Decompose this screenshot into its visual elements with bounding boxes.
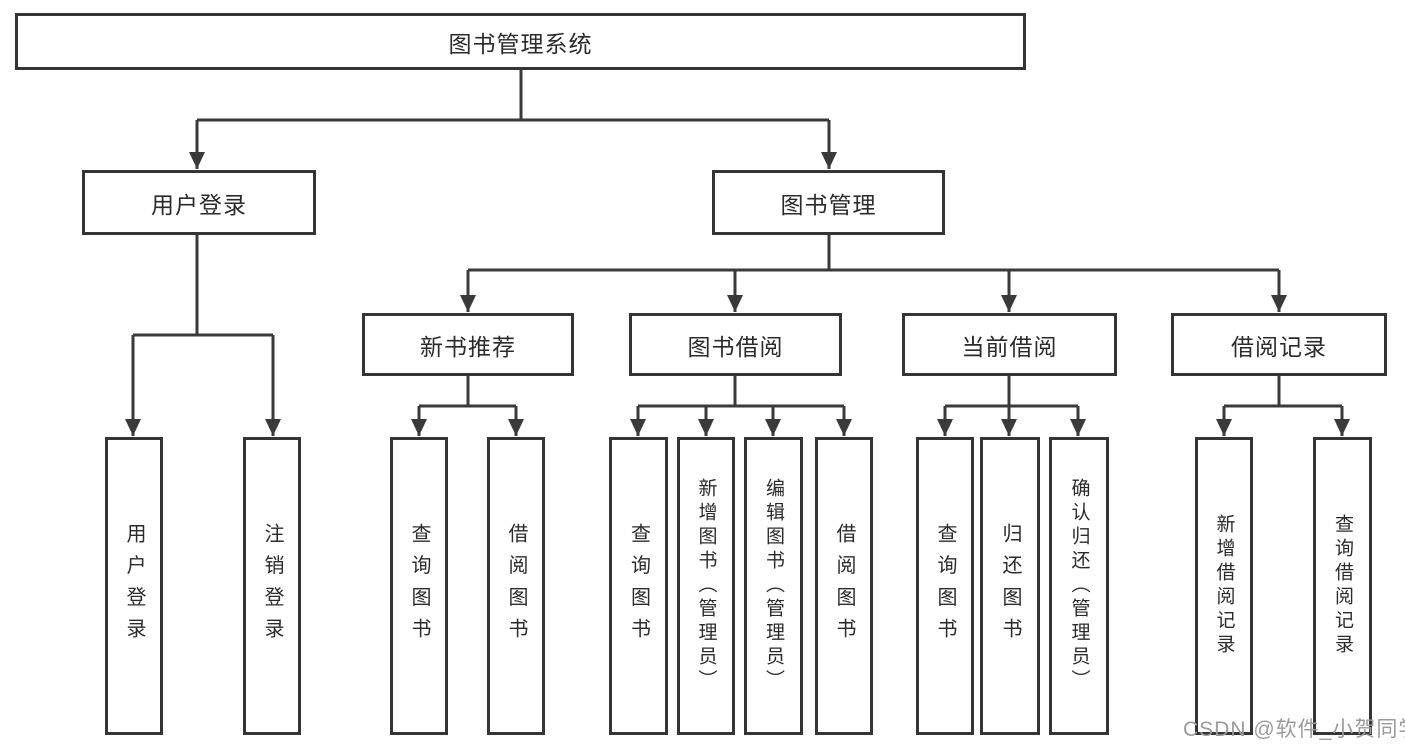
leaf-bb-query-book: 查询图书 [609, 437, 668, 735]
leaf-bb-edit-book-admin: 编辑图书（管理员） [744, 437, 803, 735]
node-current-borrow: 当前借阅 [902, 313, 1117, 376]
leaf-br-add-record: 新增借阅记录 [1195, 437, 1253, 735]
node-new-book-recommend: 新书推荐 [362, 313, 574, 376]
leaf-rec-query-book: 查询图书 [390, 437, 448, 735]
leaf-logout-login: 注销登录 [243, 437, 301, 735]
csdn-watermark: CSDN @软件_小贺同学 [1183, 718, 1405, 741]
leaf-cb-return-book: 归还图书 [980, 437, 1040, 735]
leaf-user-login: 用户登录 [105, 437, 163, 735]
node-borrow-records: 借阅记录 [1171, 313, 1387, 376]
node-book-management: 图书管理 [712, 170, 945, 235]
leaf-cb-query-book: 查询图书 [916, 437, 974, 735]
leaf-br-query-record: 查询借阅记录 [1313, 437, 1372, 735]
leaf-cb-confirm-return-admin: 确认归还（管理员） [1049, 437, 1109, 735]
leaf-rec-borrow-book: 借阅图书 [487, 437, 545, 735]
leaf-bb-add-book-admin: 新增图书（管理员） [677, 437, 735, 735]
node-library-management-system: 图书管理系统 [15, 13, 1026, 70]
leaf-bb-borrow-book: 借阅图书 [815, 437, 873, 735]
node-book-borrow: 图书借阅 [629, 313, 842, 376]
node-user-login: 用户登录 [82, 170, 316, 235]
